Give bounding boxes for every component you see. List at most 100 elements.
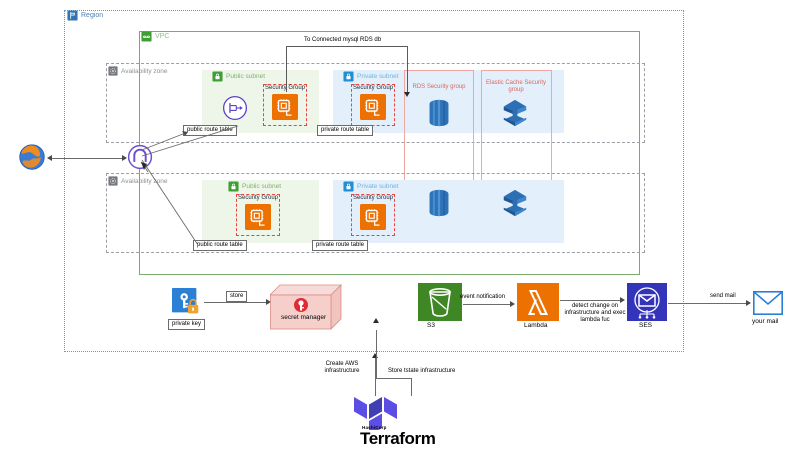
private-subnet-2-label: Private subnet [357, 183, 399, 190]
ses-label: SES [639, 322, 653, 329]
create-aws-line2: infrastructure [324, 368, 360, 375]
az2-label: Availability zone [121, 177, 168, 185]
az1-label-group: Availability zone [108, 66, 168, 76]
security-group-box-public-1 [263, 84, 307, 126]
route-table-connectors [140, 125, 239, 246]
internet-link-arrow-left [47, 155, 52, 161]
terraform-state-line-h [376, 378, 412, 379]
rds-group-right-border [473, 70, 474, 243]
ec2-instance-icon [360, 94, 386, 120]
lock-blue-icon [343, 181, 354, 192]
region-container [64, 10, 684, 352]
terraform-to-region-arrow [375, 356, 376, 396]
private-subnet-2-label-group: Private subnet [343, 181, 399, 192]
az2-label-group: Availability zone [108, 176, 168, 186]
security-group-label-private-2: Security Group [352, 195, 394, 201]
s3-bucket-icon [418, 283, 462, 321]
ses-to-mail-arrow [668, 303, 748, 304]
terraform-state-to-s3-arrowhead [373, 318, 379, 323]
az1-label: Availability zone [121, 67, 168, 75]
private-route-table-1: private route table [317, 125, 374, 136]
region-icon [67, 10, 78, 21]
terraform-label: Terraform [360, 429, 436, 448]
create-aws-line1: Create AWS [325, 361, 359, 367]
public-subnet-2-label-group: Public subnet [228, 181, 281, 192]
detect-change-annotation: detect change on infrastructure and exec… [560, 303, 630, 325]
security-group-label-public-2: Security Group [237, 195, 279, 201]
s3-label: S3 [427, 322, 435, 329]
lambda-to-ses-arrowhead [620, 297, 625, 303]
rds-database-icon [429, 99, 449, 127]
store-annotation: store [226, 291, 248, 302]
key-to-secret-arrow [204, 302, 268, 303]
rds-database-icon [429, 189, 449, 217]
rds-group-top-border [404, 70, 474, 71]
private-key-icon [172, 288, 199, 314]
public-subnet-2-label: Public subnet [242, 183, 282, 190]
terraform-logo-icon [354, 397, 397, 430]
internet-globe-icon [19, 144, 45, 170]
availability-zone-2 [106, 173, 645, 253]
ec2-instance-icon [245, 204, 271, 230]
security-group-box-public-2 [236, 194, 280, 236]
elasticache-icon [503, 189, 527, 217]
elasticache-security-group-label: Elastic Cache Security group [482, 80, 550, 94]
cache-group-left-border [481, 70, 482, 243]
send-mail-annotation: send mail [710, 293, 736, 299]
public-subnet-1-label-group: Public subnet [212, 71, 265, 82]
security-group-label-public-1: Security Group [264, 85, 306, 91]
internet-link-arrow-right [122, 155, 127, 161]
rds-group-left-border [404, 70, 405, 243]
lambda-to-ses-arrow [560, 300, 622, 301]
mysql-arrow-head [404, 92, 410, 97]
security-group-box-private-2 [351, 194, 395, 236]
nat-gateway-icon [222, 95, 248, 121]
lock-green-icon [228, 181, 239, 192]
your-mail-label: your mail [752, 318, 779, 325]
lambda-label: Lambda [524, 322, 548, 329]
ses-icon [627, 283, 667, 321]
detect-change-line3: lambda fuc [580, 317, 610, 324]
event-notification-annotation: event notification [460, 294, 506, 300]
lock-blue-icon [343, 71, 354, 82]
terraform-to-region-arrowhead [372, 353, 378, 358]
mysql-connection-note: To Connected mysql RDS db [304, 37, 382, 43]
ses-to-mail-arrowhead [746, 300, 751, 306]
region-label: Region [81, 12, 104, 19]
s3-to-lambda-arrowhead [510, 301, 515, 307]
terraform-vendor-label: HashiCorp [362, 425, 387, 430]
public-route-table-2: public route table [193, 240, 247, 251]
cache-group-top-border [481, 70, 551, 71]
private-route-table-2: private route table [312, 240, 369, 251]
availability-zone-icon [108, 66, 118, 76]
vpc-label-group: VPC [141, 31, 169, 42]
private-subnet-1-label-group: Private subnet [343, 71, 399, 82]
mysql-line-to-rds [407, 46, 408, 94]
security-group-label-private-1: Security Group [352, 85, 394, 91]
cache-label-line1: Elastic Cache Security [485, 80, 547, 86]
availability-zone-1 [106, 63, 645, 143]
region-label-group: Region [67, 10, 103, 21]
terraform-state-line-v [411, 378, 412, 396]
private-key-label: private key [168, 319, 206, 330]
s3-to-lambda-arrow [463, 304, 512, 305]
mysql-line-to-ec2-public [286, 46, 287, 92]
cache-label-line2: group [508, 87, 524, 94]
terraform-state-to-s3-line [376, 330, 377, 378]
secret-manager-label: secret manager [281, 314, 327, 321]
envelope-icon [753, 291, 783, 315]
lock-green-icon [212, 71, 223, 82]
vpc-label: VPC [155, 33, 170, 40]
mysql-line-horizontal [286, 46, 408, 47]
internet-gateway-link [52, 158, 124, 159]
detect-change-line2: infrastructure and exec [564, 310, 626, 317]
key-to-secret-arrowhead [266, 299, 271, 305]
ec2-instance-icon [272, 94, 298, 120]
cache-group-right-border [551, 70, 552, 243]
lambda-icon [517, 283, 559, 321]
create-aws-annotation: Create AWS infrastructure [310, 361, 374, 375]
detect-change-line1: detect change on [571, 303, 619, 309]
vpc-icon [141, 31, 152, 42]
availability-zone-icon [108, 176, 118, 186]
